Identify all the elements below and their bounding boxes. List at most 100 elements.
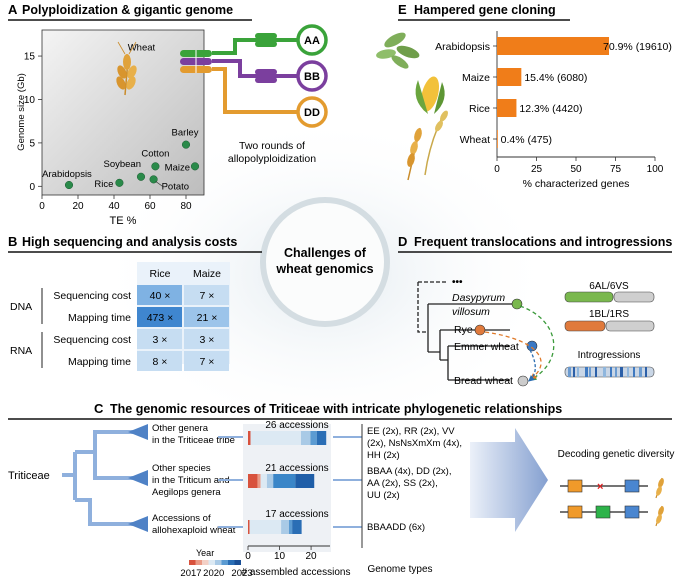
introgression-band <box>603 367 606 377</box>
genome-types-1-line2: (2x), NsNsXmXm (4x), <box>367 438 462 449</box>
node-bread-wheat <box>517 375 529 387</box>
group1-line1: Other genera <box>152 423 209 434</box>
panel-c-title: The genomic resources of Triticeae with … <box>110 402 562 416</box>
bar-x-tick-label: 75 <box>610 164 622 175</box>
table-cell-value: 3 × <box>200 334 215 346</box>
year-legend-label-start: 2017 <box>180 568 201 579</box>
stacked-total-label: 21 accessions <box>265 463 328 474</box>
rice-illustration <box>424 110 448 176</box>
stacked-segment-2022 <box>289 520 293 534</box>
table-cell-value: 8 × <box>153 356 168 368</box>
scatter-point-label-cotton: Cotton <box>141 148 169 159</box>
bar-value-label-wheat: 0.4% (475) <box>501 134 552 146</box>
scatter-points: ArabidopsisRiceSoybeanCottonPotatoMaizeB… <box>42 42 200 192</box>
scatter-y-tick-label: 0 <box>29 182 35 193</box>
maize-illustration <box>415 76 445 114</box>
bar-x-tick-label: 100 <box>647 164 664 175</box>
scatter-point-rice <box>115 178 124 187</box>
introgression-band <box>573 367 575 377</box>
genome-aa-label: AA <box>304 35 320 47</box>
bar-category-label-rice: Rice <box>469 103 490 115</box>
table-cell-value: 7 × <box>200 356 215 368</box>
chromosome-1bl-1rs <box>564 320 655 332</box>
table-cell <box>137 351 182 371</box>
bar-value-label-arabidopsis: 70.9% (19610) <box>603 41 672 53</box>
scatter-y-tick-label: 10 <box>24 95 36 106</box>
panel-d-letter: D <box>398 234 407 249</box>
genome-types-2-line1: BBAA (4x), DD (2x), <box>367 466 451 477</box>
panel-d-title: Frequent translocations and introgressio… <box>414 235 672 249</box>
tree-tip-1 <box>128 424 148 440</box>
introgression-arrow-blue <box>528 349 536 382</box>
center-title-line2: wheat genomics <box>275 262 373 276</box>
scatter-x-axis-label: TE % <box>110 215 137 227</box>
wheat-icons-right <box>655 477 664 527</box>
scatter-point-label-soybean: Soybean <box>103 159 141 170</box>
taxon-dasypyrum: Dasypyrum <box>452 292 505 304</box>
mini-chromosome-aa <box>255 33 277 47</box>
potato-leader-line <box>155 181 163 187</box>
table-group-dna: DNA <box>10 301 32 313</box>
year-legend-label-end: 2023 <box>231 568 252 579</box>
stacked-segment-2017 <box>248 431 251 445</box>
tree-dashed-branch <box>417 282 428 333</box>
stacked-total-label: 17 accessions <box>265 509 328 520</box>
introgression-band <box>589 367 591 377</box>
bar-arabidopsis <box>497 37 610 55</box>
table-cell-value: 3 × <box>153 334 168 346</box>
group2-line3: Aegilops genera <box>152 487 221 498</box>
group1-line2: in the Triticeae tribe <box>152 435 235 446</box>
scatter-y-axis-label: Genome size (Gb) <box>16 73 27 151</box>
polyploidization-note-line2: allopolyploidization <box>228 153 316 165</box>
scatter-point-soybean <box>136 172 146 181</box>
stacked-segment-2020 <box>250 431 301 445</box>
haplotype-2 <box>560 505 648 519</box>
bar-x-tick-label: 0 <box>494 164 500 175</box>
bar-category-label-arabidopsis: Arabidopsis <box>435 41 490 53</box>
year-legend-swatch <box>208 560 215 565</box>
scatter-point-maize <box>190 162 200 171</box>
genome-aa-circle <box>296 24 328 56</box>
introgression-band <box>627 367 629 377</box>
scatter-point-potato <box>149 175 158 184</box>
introgression-band <box>610 367 612 377</box>
genome-dd-circle <box>296 96 328 128</box>
bar-x-axis-label: % characterized genes <box>523 178 630 190</box>
taxon-rye: Rye <box>454 324 473 336</box>
table-cell <box>184 285 229 305</box>
introgression-band <box>577 367 579 377</box>
scatter-point-arabidopsis <box>64 180 74 190</box>
haplotype-1: × <box>560 479 648 493</box>
introgression-band <box>639 367 642 377</box>
table-cell-value: 7 × <box>200 290 215 302</box>
scatter-point-label-rice: Rice <box>94 179 113 190</box>
stacked-segment-2020 <box>260 474 267 488</box>
year-legend-title: Year <box>196 548 214 558</box>
scatter-y-tick-label: 15 <box>24 52 36 63</box>
year-legend-swatch <box>221 560 228 565</box>
tree-tip-2 <box>128 470 148 486</box>
group3-line2: allohexaploid wheat <box>152 525 236 536</box>
scatter-x-tick-label: 80 <box>180 201 192 212</box>
node-emmer <box>526 340 538 352</box>
stacked-segment-2022 <box>310 431 317 445</box>
stacked-x-tick-label: 0 <box>245 551 251 562</box>
stacked-segment-2018 <box>257 474 261 488</box>
scatter-point-label-maize: Maize <box>165 162 190 173</box>
table-row-label: Sequencing cost <box>53 290 131 302</box>
year-legend-label-mid: 2020 <box>203 568 224 579</box>
scatter-x-tick-label: 40 <box>108 201 120 212</box>
bar-value-label-maize: 15.4% (6080) <box>524 72 587 84</box>
table-cell <box>137 329 182 349</box>
tree-ellipsis: ••• <box>452 277 463 288</box>
genome-types-1-line1: EE (2x), RR (2x), VV <box>367 426 455 437</box>
table-cell <box>137 307 182 327</box>
center-circle <box>260 197 390 327</box>
year-legend-swatch <box>195 560 202 565</box>
scatter-point-label-wheat: Wheat <box>128 42 156 53</box>
